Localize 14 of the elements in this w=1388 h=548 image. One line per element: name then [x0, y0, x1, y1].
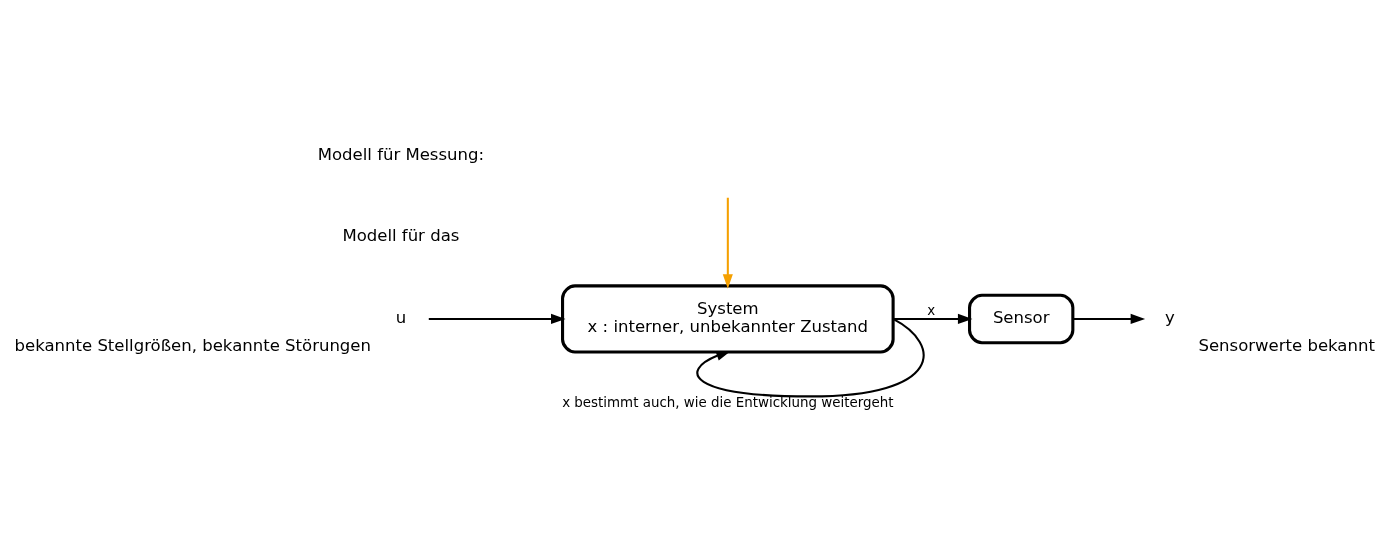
node-text: u [395, 307, 407, 327]
label: Modell für Messung: [317, 144, 485, 164]
arrow [893, 313, 973, 324]
arrow [722, 197, 733, 289]
arrow [428, 313, 566, 324]
edge-label: x bestimmt auch, wie die Entwicklung weitergeht [562, 395, 894, 411]
node-label: Sensorwerte bekannt [1198, 335, 1375, 355]
node-box: System x : interner, unbekannter Zustand [561, 284, 895, 354]
node-box: Sensor [968, 293, 1075, 345]
edge-label: x [927, 303, 936, 319]
node-label: bekannte Stellgrößen, bekannte Störungen [14, 335, 371, 355]
label: Modell für das [342, 226, 460, 246]
arrow [1073, 313, 1146, 324]
node-text: y [1165, 307, 1175, 327]
